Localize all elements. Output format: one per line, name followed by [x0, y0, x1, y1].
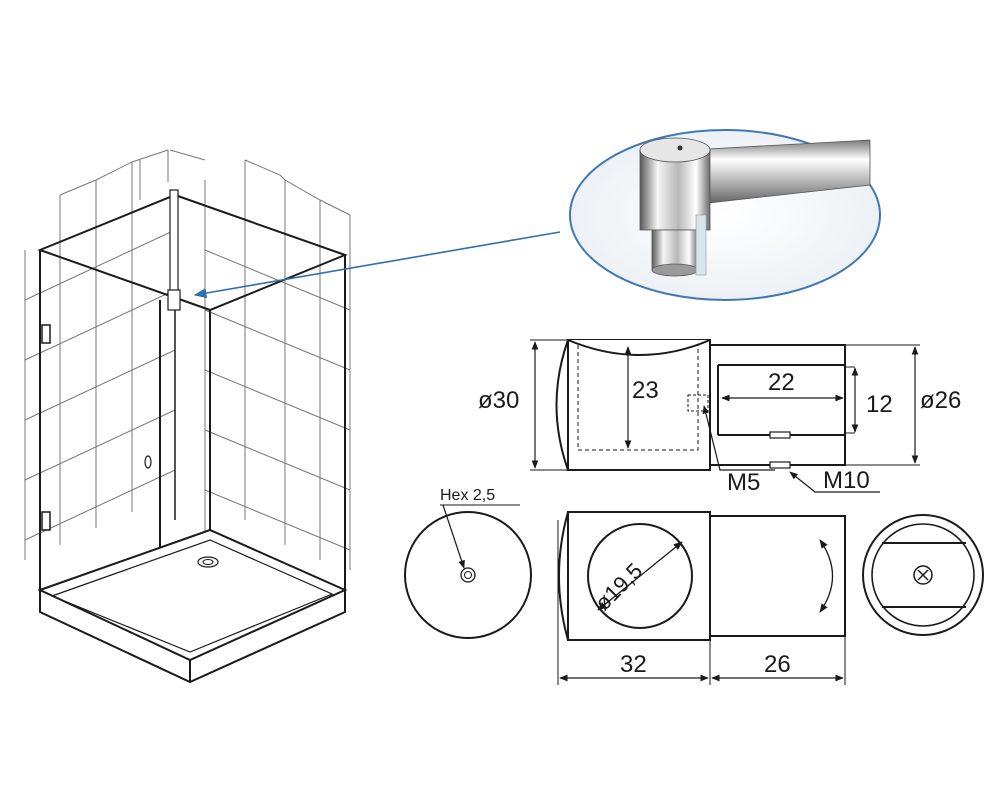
front-view — [557, 511, 846, 685]
label-thread-m10: M10 — [823, 467, 870, 494]
label-length-32: 32 — [620, 651, 647, 678]
hex-socket-icon — [460, 567, 476, 583]
callout-arrow — [193, 231, 561, 299]
label-length-22: 22 — [768, 369, 795, 396]
label-gap-12: 12 — [866, 391, 893, 418]
label-thread-m5: M5 — [727, 469, 760, 496]
label-diameter-26: ø26 — [920, 387, 961, 414]
dimension-labels: ø30 23 22 12 ø26 M5 M10 Hex 2,5 ø19,5 32… — [440, 369, 961, 678]
wall-tiles — [24, 149, 351, 570]
label-diameter-19-5: ø19,5 — [590, 558, 647, 615]
double-arrow-icon — [819, 539, 834, 613]
detail-bubble — [569, 129, 881, 301]
cross-screw-icon — [913, 565, 933, 585]
end-view — [404, 504, 532, 639]
shower-enclosure — [24, 149, 351, 684]
label-depth-23: 23 — [632, 377, 659, 404]
clamp-end-view — [862, 514, 984, 636]
label-hex-socket: Hex 2,5 — [440, 487, 495, 504]
label-length-26: 26 — [764, 651, 791, 678]
label-diameter-30: ø30 — [478, 387, 519, 414]
side-view — [530, 339, 920, 493]
